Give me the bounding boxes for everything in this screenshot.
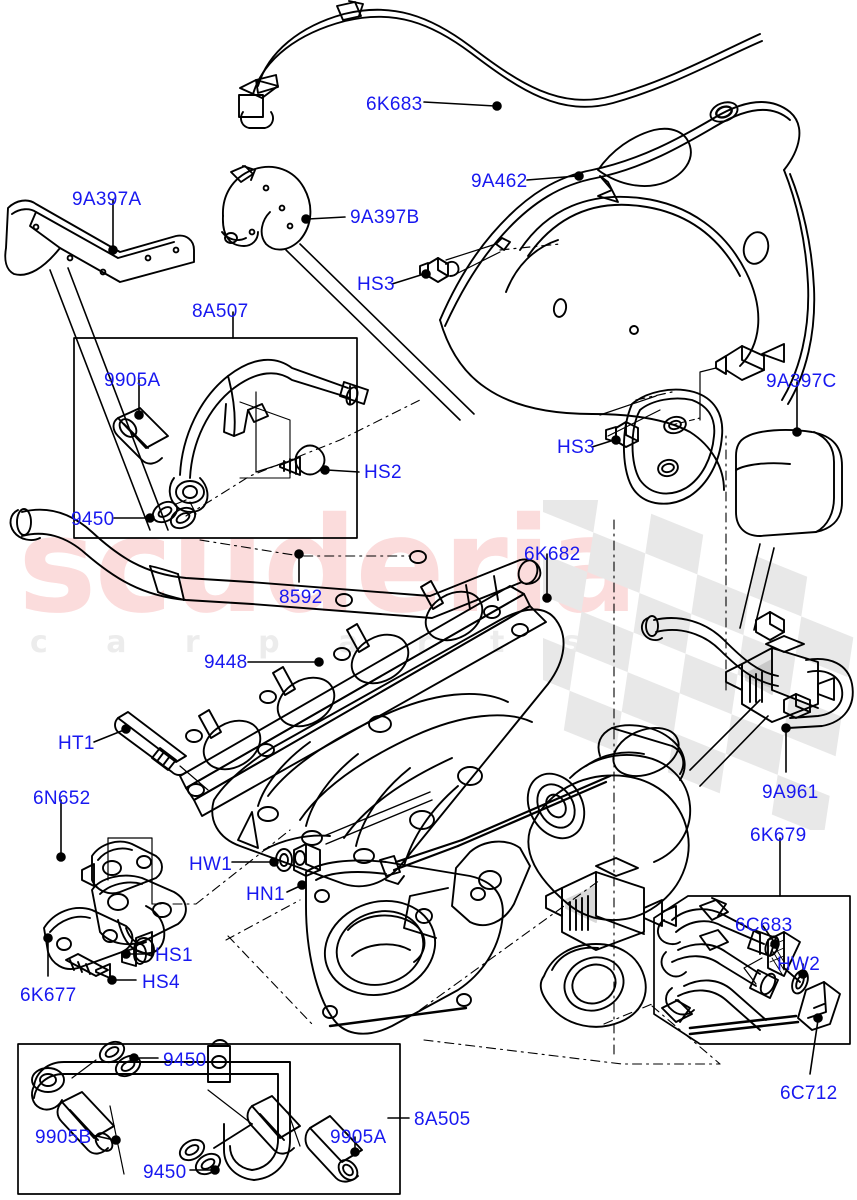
turbocharger-assembly bbox=[379, 724, 692, 1028]
part-9A961-solenoid-valve bbox=[725, 635, 854, 729]
part-label-6K682: 6K682 bbox=[524, 544, 581, 565]
part-label-9A462: 9A462 bbox=[471, 171, 528, 192]
part-9905A-fitting-box-8A507 bbox=[112, 407, 169, 465]
part-8A507-oil-feed-pipe bbox=[168, 358, 369, 513]
group-box-8A505 bbox=[17, 1043, 401, 1195]
part-label-HS2: HS2 bbox=[364, 462, 402, 483]
part-label-HS3-lower: HS3 bbox=[557, 437, 595, 458]
part-9A397C-canister bbox=[735, 429, 843, 537]
part-8592-coolant-hose bbox=[9, 508, 542, 619]
part-6K682-hose bbox=[640, 611, 785, 687]
part-label-6K677: 6K677 bbox=[20, 985, 77, 1006]
part-9905A-cylinder-box-8A505 bbox=[304, 1115, 363, 1183]
part-label-9450-bottom-box-8A505: 9450 bbox=[143, 1162, 187, 1183]
part-9A397B-heat-shield bbox=[221, 165, 312, 251]
part-9A462-heat-shield bbox=[439, 101, 816, 505]
part-label-8A507: 8A507 bbox=[192, 301, 249, 322]
part-label-9A397C: 9A397C bbox=[766, 371, 837, 392]
part-label-9A961: 9A961 bbox=[762, 782, 819, 803]
part-HT1-stud bbox=[114, 711, 187, 776]
part-9905A-fitting-box-8A505 bbox=[246, 1095, 301, 1155]
part-label-6C683: 6C683 bbox=[735, 915, 793, 936]
part-label-9450-box-8A507: 9450 bbox=[71, 509, 115, 530]
part-label-8592: 8592 bbox=[279, 587, 323, 608]
wastegate-actuator bbox=[545, 857, 677, 951]
leader-lines bbox=[43, 101, 823, 1175]
part-label-6K683: 6K683 bbox=[366, 94, 423, 115]
part-label-9450-top-box-8A505: 9450 bbox=[163, 1050, 207, 1071]
part-label-9905A-box-8A505: 9905A bbox=[330, 1127, 387, 1148]
part-6K683-vacuum-hose bbox=[238, 0, 763, 129]
part-label-9A397B: 9A397B bbox=[350, 207, 420, 228]
part-label-HS3-upper: HS3 bbox=[357, 274, 395, 295]
part-label-HS1: HS1 bbox=[155, 945, 193, 966]
part-label-9448: 9448 bbox=[204, 652, 248, 673]
part-label-6C712: 6C712 bbox=[780, 1083, 838, 1104]
part-6K679-coolant-hoses bbox=[656, 897, 780, 1031]
part-label-HW1: HW1 bbox=[189, 854, 233, 875]
group-box-8A507 bbox=[73, 337, 358, 539]
part-label-6K679: 6K679 bbox=[750, 825, 807, 846]
part-HN1-nut bbox=[293, 843, 321, 877]
part-HS4-screw bbox=[65, 953, 111, 979]
part-label-HN1: HN1 bbox=[246, 884, 285, 905]
part-9448-manifold-gasket bbox=[179, 550, 547, 817]
part-label-HW2: HW2 bbox=[777, 954, 821, 975]
part-label-HS4: HS4 bbox=[142, 972, 180, 993]
part-label-6N652: 6N652 bbox=[33, 788, 91, 809]
part-label-8A505: 8A505 bbox=[414, 1109, 471, 1130]
part-9450-washers-top-box-8A505 bbox=[98, 1040, 142, 1078]
part-label-HT1: HT1 bbox=[58, 733, 95, 754]
part-HS2-screw bbox=[279, 444, 326, 476]
part-label-9905B: 9905B bbox=[35, 1127, 92, 1148]
part-label-9905A-box-8A507: 9905A bbox=[104, 370, 161, 391]
part-label-9A397A: 9A397A bbox=[72, 189, 142, 210]
group-box-6K679 bbox=[653, 895, 851, 1045]
canister-connector bbox=[715, 343, 785, 381]
part-9A397A-heat-shield bbox=[4, 199, 195, 283]
